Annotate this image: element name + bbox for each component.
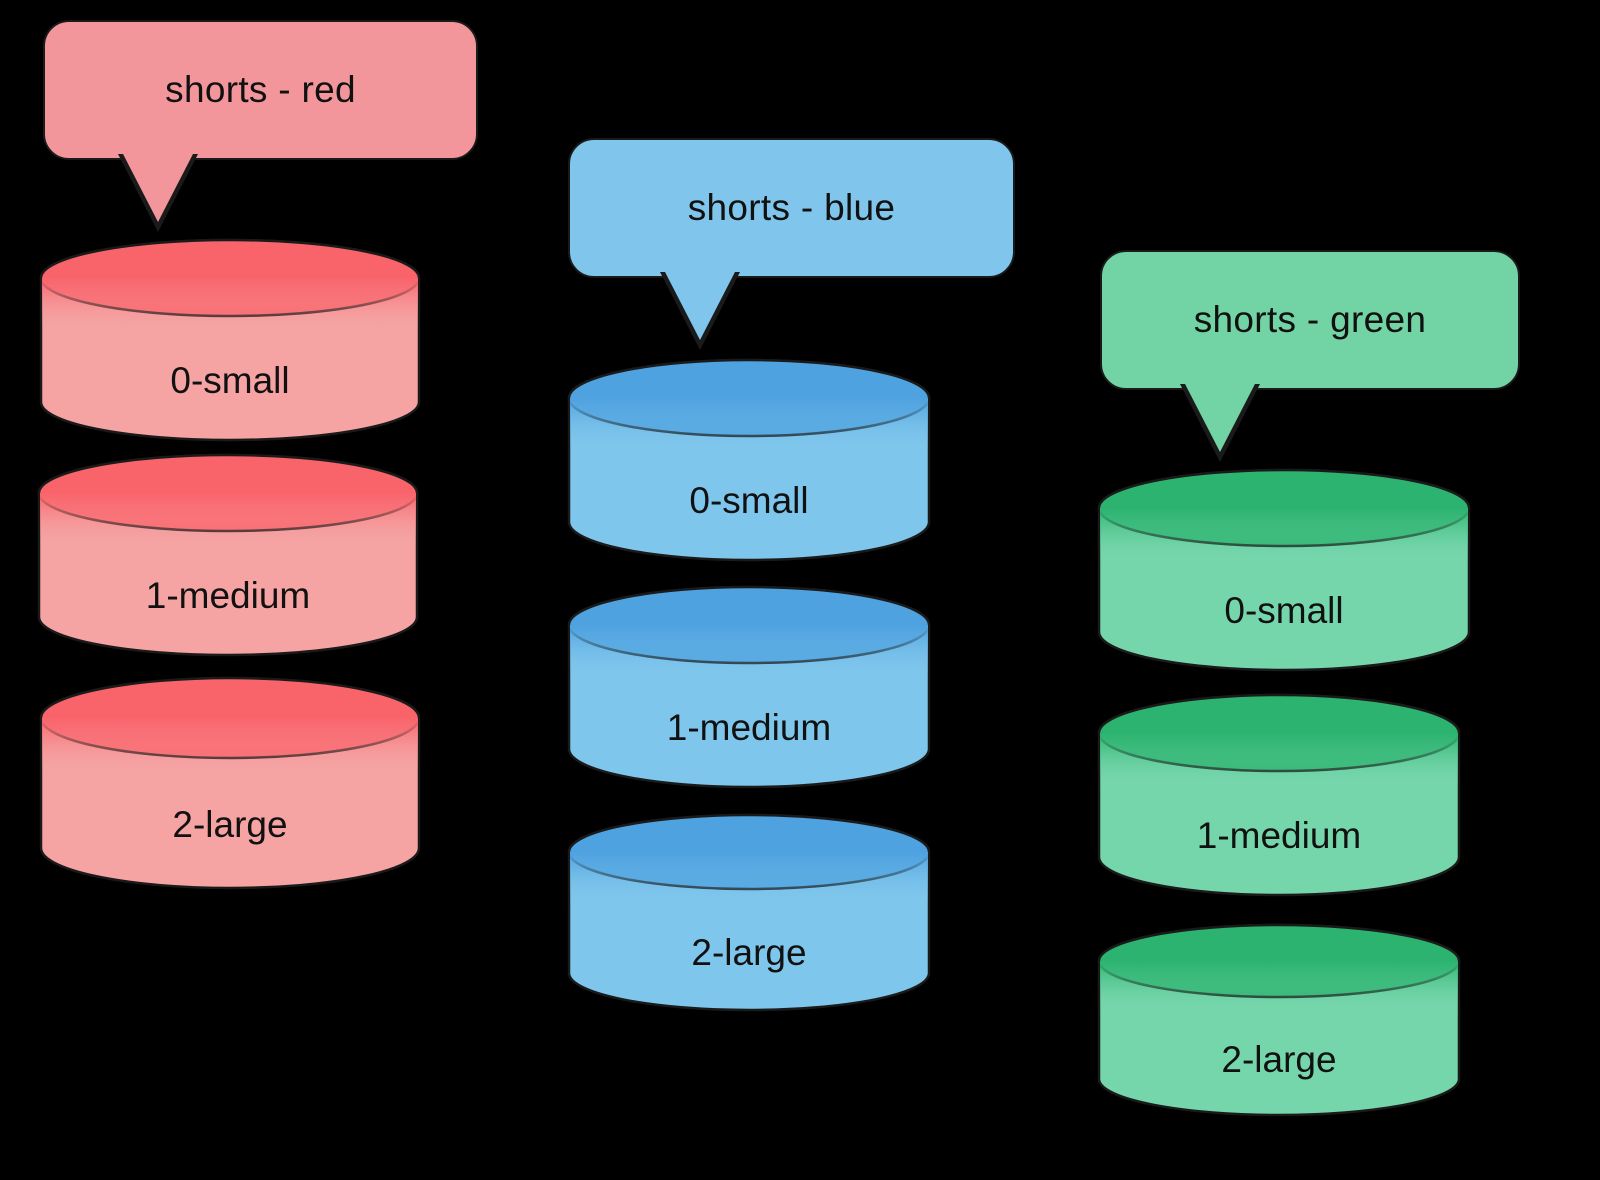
- cylinder-shape: [567, 585, 931, 789]
- cylinder-shape: [37, 453, 419, 657]
- callout-red[interactable]: shorts - red: [43, 20, 478, 160]
- callout-tail-green: [1184, 382, 1256, 452]
- cylinder-shape: [39, 238, 421, 442]
- callout-green[interactable]: shorts - green: [1100, 250, 1520, 390]
- cylinder-green-1-medium[interactable]: 1-medium: [1097, 693, 1461, 897]
- callout-blue[interactable]: shorts - blue: [568, 138, 1015, 278]
- callout-label-green: shorts - green: [1193, 299, 1427, 340]
- cylinder-shape: [567, 358, 931, 562]
- callout-tail-red: [122, 152, 194, 222]
- cylinder-red-1-medium[interactable]: 1-medium: [37, 453, 419, 657]
- callout-tail-blue: [664, 270, 736, 340]
- cylinder-green-0-small[interactable]: 0-small: [1097, 468, 1471, 672]
- cylinder-green-2-large[interactable]: 2-large: [1097, 923, 1461, 1117]
- cylinder-blue-0-small[interactable]: 0-small: [567, 358, 931, 562]
- cylinder-red-0-small[interactable]: 0-small: [39, 238, 421, 442]
- cylinder-blue-1-medium[interactable]: 1-medium: [567, 585, 931, 789]
- cylinder-shape: [1097, 923, 1461, 1117]
- cylinder-red-2-large[interactable]: 2-large: [39, 676, 421, 890]
- cylinder-blue-2-large[interactable]: 2-large: [567, 813, 931, 1012]
- callout-label-blue: shorts - blue: [687, 187, 896, 228]
- cylinder-shape: [1097, 468, 1471, 672]
- cylinder-shape: [1097, 693, 1461, 897]
- cylinder-shape: [567, 813, 931, 1012]
- cylinder-shape: [39, 676, 421, 890]
- callout-label-red: shorts - red: [165, 69, 356, 110]
